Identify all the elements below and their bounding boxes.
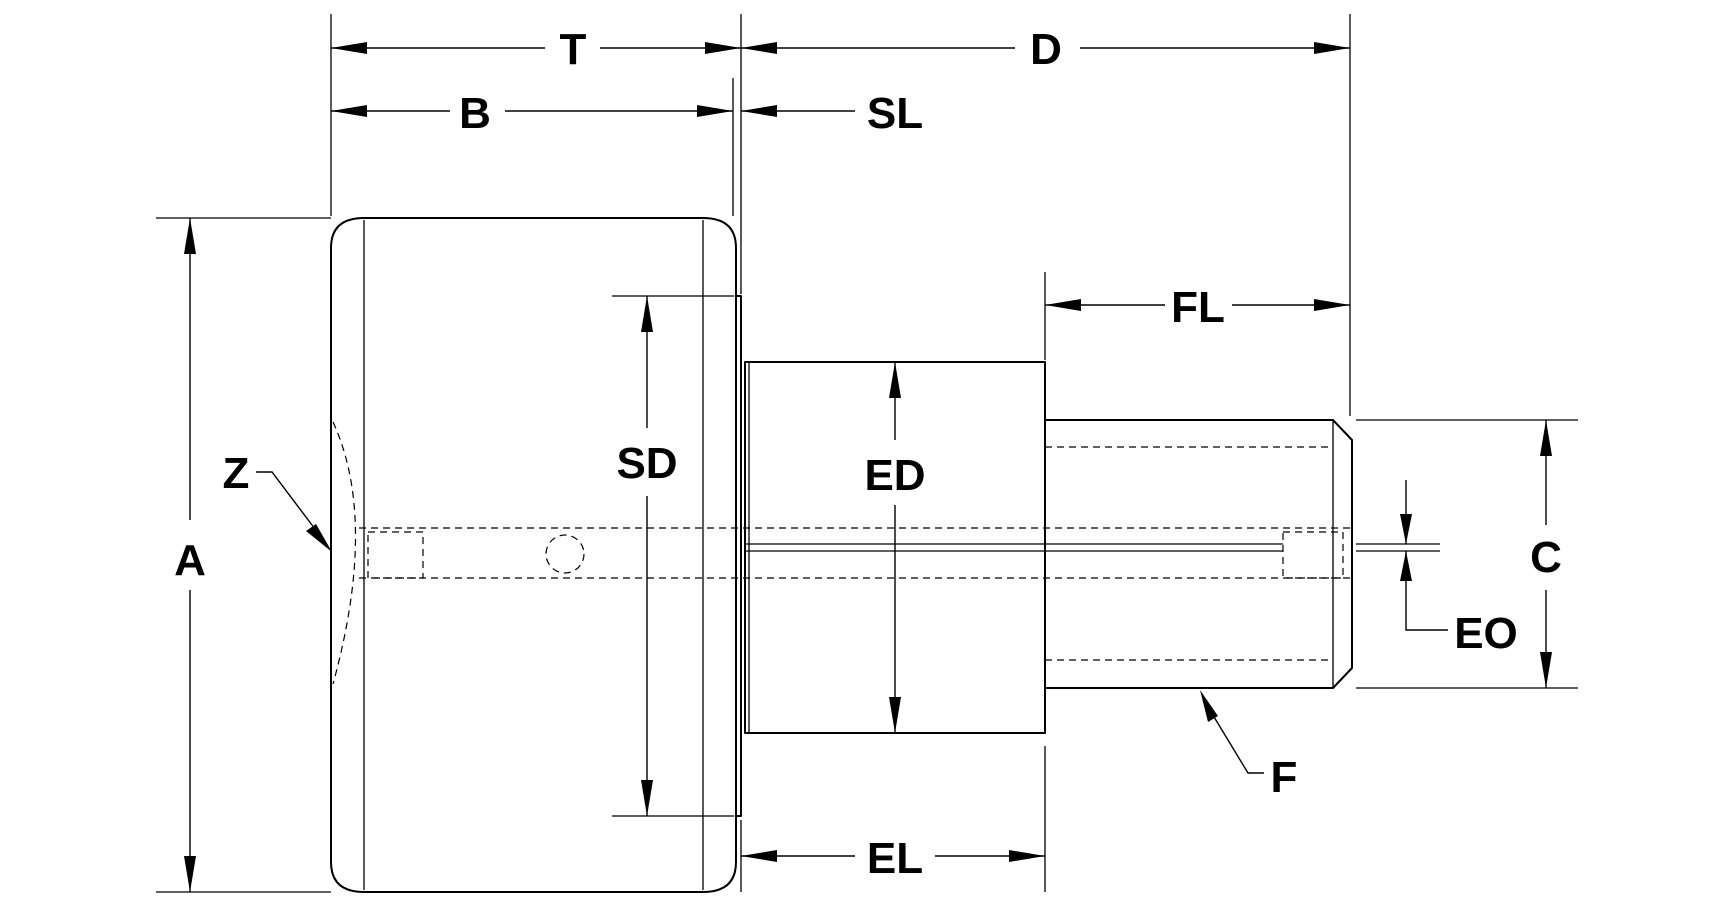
label-c: C — [1530, 533, 1562, 582]
label-a: A — [174, 536, 206, 585]
label-el: EL — [867, 834, 923, 883]
label-t: T — [560, 25, 587, 74]
label-sl: SL — [867, 89, 923, 138]
dimension-eo: EO — [1400, 480, 1518, 658]
crown-face-hidden — [332, 421, 357, 685]
label-sd: SD — [616, 439, 677, 488]
label-eo: EO — [1454, 609, 1518, 658]
roller-outline — [330, 217, 737, 893]
washer-outline — [736, 295, 742, 817]
label-f: F — [1271, 753, 1298, 802]
dimension-fl: FL — [1045, 283, 1350, 332]
label-ed: ED — [864, 451, 925, 500]
dimension-sd: SD — [616, 296, 678, 816]
dimension-b: B — [331, 89, 733, 138]
dimension-d: D — [741, 25, 1350, 74]
dimension-a: A — [174, 218, 206, 892]
label-d: D — [1030, 25, 1062, 74]
dimension-c: C — [1530, 420, 1562, 688]
cross-hole-hidden — [545, 534, 585, 574]
leader-z: Z — [223, 449, 332, 552]
dimension-ed: ED — [864, 362, 926, 733]
label-b: B — [459, 89, 491, 138]
label-fl: FL — [1171, 283, 1225, 332]
dimension-sl: SL — [741, 89, 923, 138]
dimension-t: T — [331, 25, 741, 74]
bore-counterbore-right — [1282, 531, 1344, 579]
extension-lines — [156, 14, 1578, 893]
leader-f: F — [1200, 690, 1297, 802]
stud-outline — [1045, 419, 1353, 689]
dimension-el: EL — [741, 834, 1045, 883]
label-z: Z — [223, 449, 250, 498]
bore-counterbore-left — [367, 531, 424, 579]
